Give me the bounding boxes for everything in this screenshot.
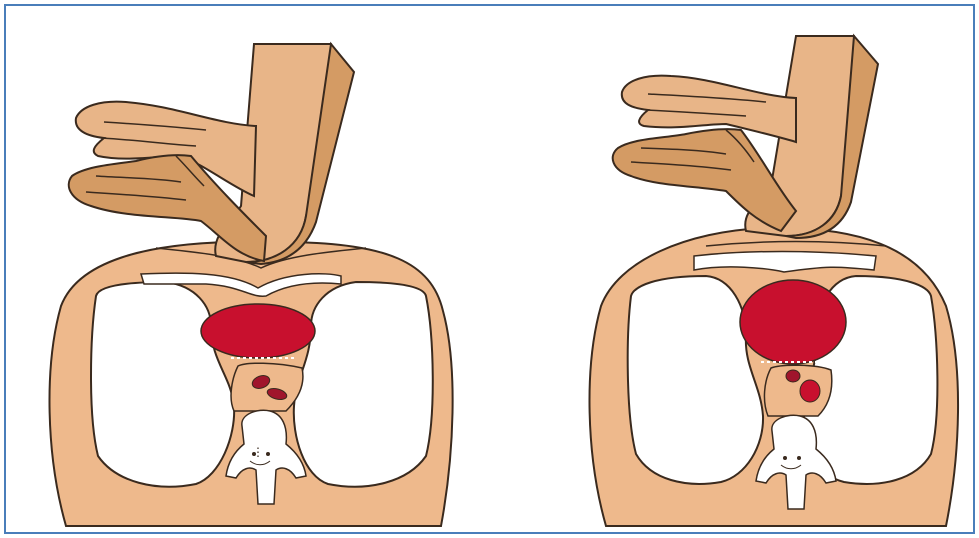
heart-1	[201, 304, 315, 358]
panel-compressed: ⋮	[50, 44, 453, 526]
mediastinum-1	[231, 363, 303, 411]
figure-frame: ⋮	[4, 4, 975, 534]
spinal-canal-1: ⋮	[252, 445, 264, 459]
cpr-diagram: ⋮	[6, 6, 975, 534]
heart-2	[740, 280, 846, 364]
aorta-2	[786, 370, 800, 382]
panel-released	[590, 36, 959, 526]
hand-lower-2	[613, 129, 796, 231]
esophagus-2	[800, 380, 820, 402]
lung-right-1	[294, 282, 433, 487]
